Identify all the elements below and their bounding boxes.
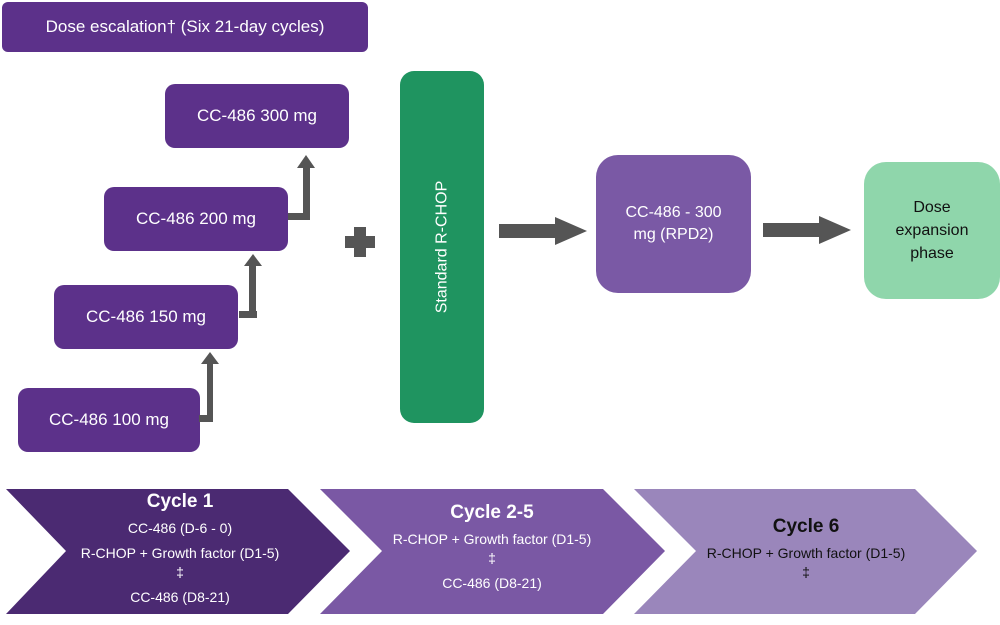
dose-step-label: CC-486 150 mg	[85, 307, 206, 326]
arrow-rchop-to-rpd2	[499, 217, 587, 245]
cycle-1-content: Cycle 1 CC-486 (D-6 - 0) R-CHOP + Growth…	[70, 489, 290, 613]
cycle-1-line: CC-486 (D8-21)	[130, 589, 230, 605]
cycle-1-title: Cycle 1	[146, 491, 214, 512]
cycle-3-content: Cycle 6 R-CHOP + Growth factor (D1-5) ‡	[696, 514, 916, 588]
dose-step-label: CC-486 100 mg	[48, 410, 169, 429]
arrow-rpd2-to-expansion	[763, 216, 851, 244]
step-arrow-100-to-150	[199, 352, 219, 422]
cycle-2-line: CC-486 (D8-21)	[442, 575, 542, 591]
cycle-1-chevron	[6, 489, 350, 614]
dose-step-200mg: CC-486 200 mg	[104, 187, 288, 251]
cycle-1-line: CC-486 (D-6 - 0)	[127, 520, 233, 536]
cycle-3-chevron	[634, 489, 977, 614]
dose-escalation-label: Dose escalation† (Six 21-day cycles)	[45, 17, 325, 36]
cycle-3-title: Cycle 6	[772, 516, 840, 537]
dose-escalation-header: Dose escalation† (Six 21-day cycles)	[2, 2, 368, 52]
cycle-2-content: Cycle 2-5 R-CHOP + Growth factor (D1-5) …	[382, 500, 602, 599]
rpd2-box: CC-486 - 300 mg (RPD2)	[596, 155, 751, 293]
step-arrow-150-to-200	[239, 254, 262, 318]
cycle-1-line: R-CHOP + Growth factor (D1-5) ‡	[80, 545, 280, 580]
dose-step-label: CC-486 200 mg	[135, 209, 256, 228]
dose-step-100mg: CC-486 100 mg	[18, 388, 200, 452]
cycle-3-line: R-CHOP + Growth factor (D1-5) ‡	[706, 545, 906, 580]
dose-expansion-box: Dose expansion phase	[864, 162, 1000, 299]
plus-icon	[345, 227, 375, 257]
rpd2-label: CC-486 - 300 mg (RPD2)	[625, 204, 722, 243]
dose-step-150mg: CC-486 150 mg	[54, 285, 238, 349]
rchop-label: Standard R-CHOP	[433, 180, 450, 314]
expansion-label: Dose expansion phase	[895, 199, 969, 262]
standard-rchop-bar: Standard R-CHOP	[400, 71, 484, 423]
cycle-2-title: Cycle 2-5	[450, 502, 534, 523]
step-arrow-200-to-300	[288, 155, 315, 220]
cycle-2-chevron	[320, 489, 665, 614]
cycle-2-line: R-CHOP + Growth factor (D1-5) ‡	[392, 531, 592, 566]
dose-step-label: CC-486 300 mg	[196, 106, 317, 125]
dose-step-300mg: CC-486 300 mg	[165, 84, 349, 148]
